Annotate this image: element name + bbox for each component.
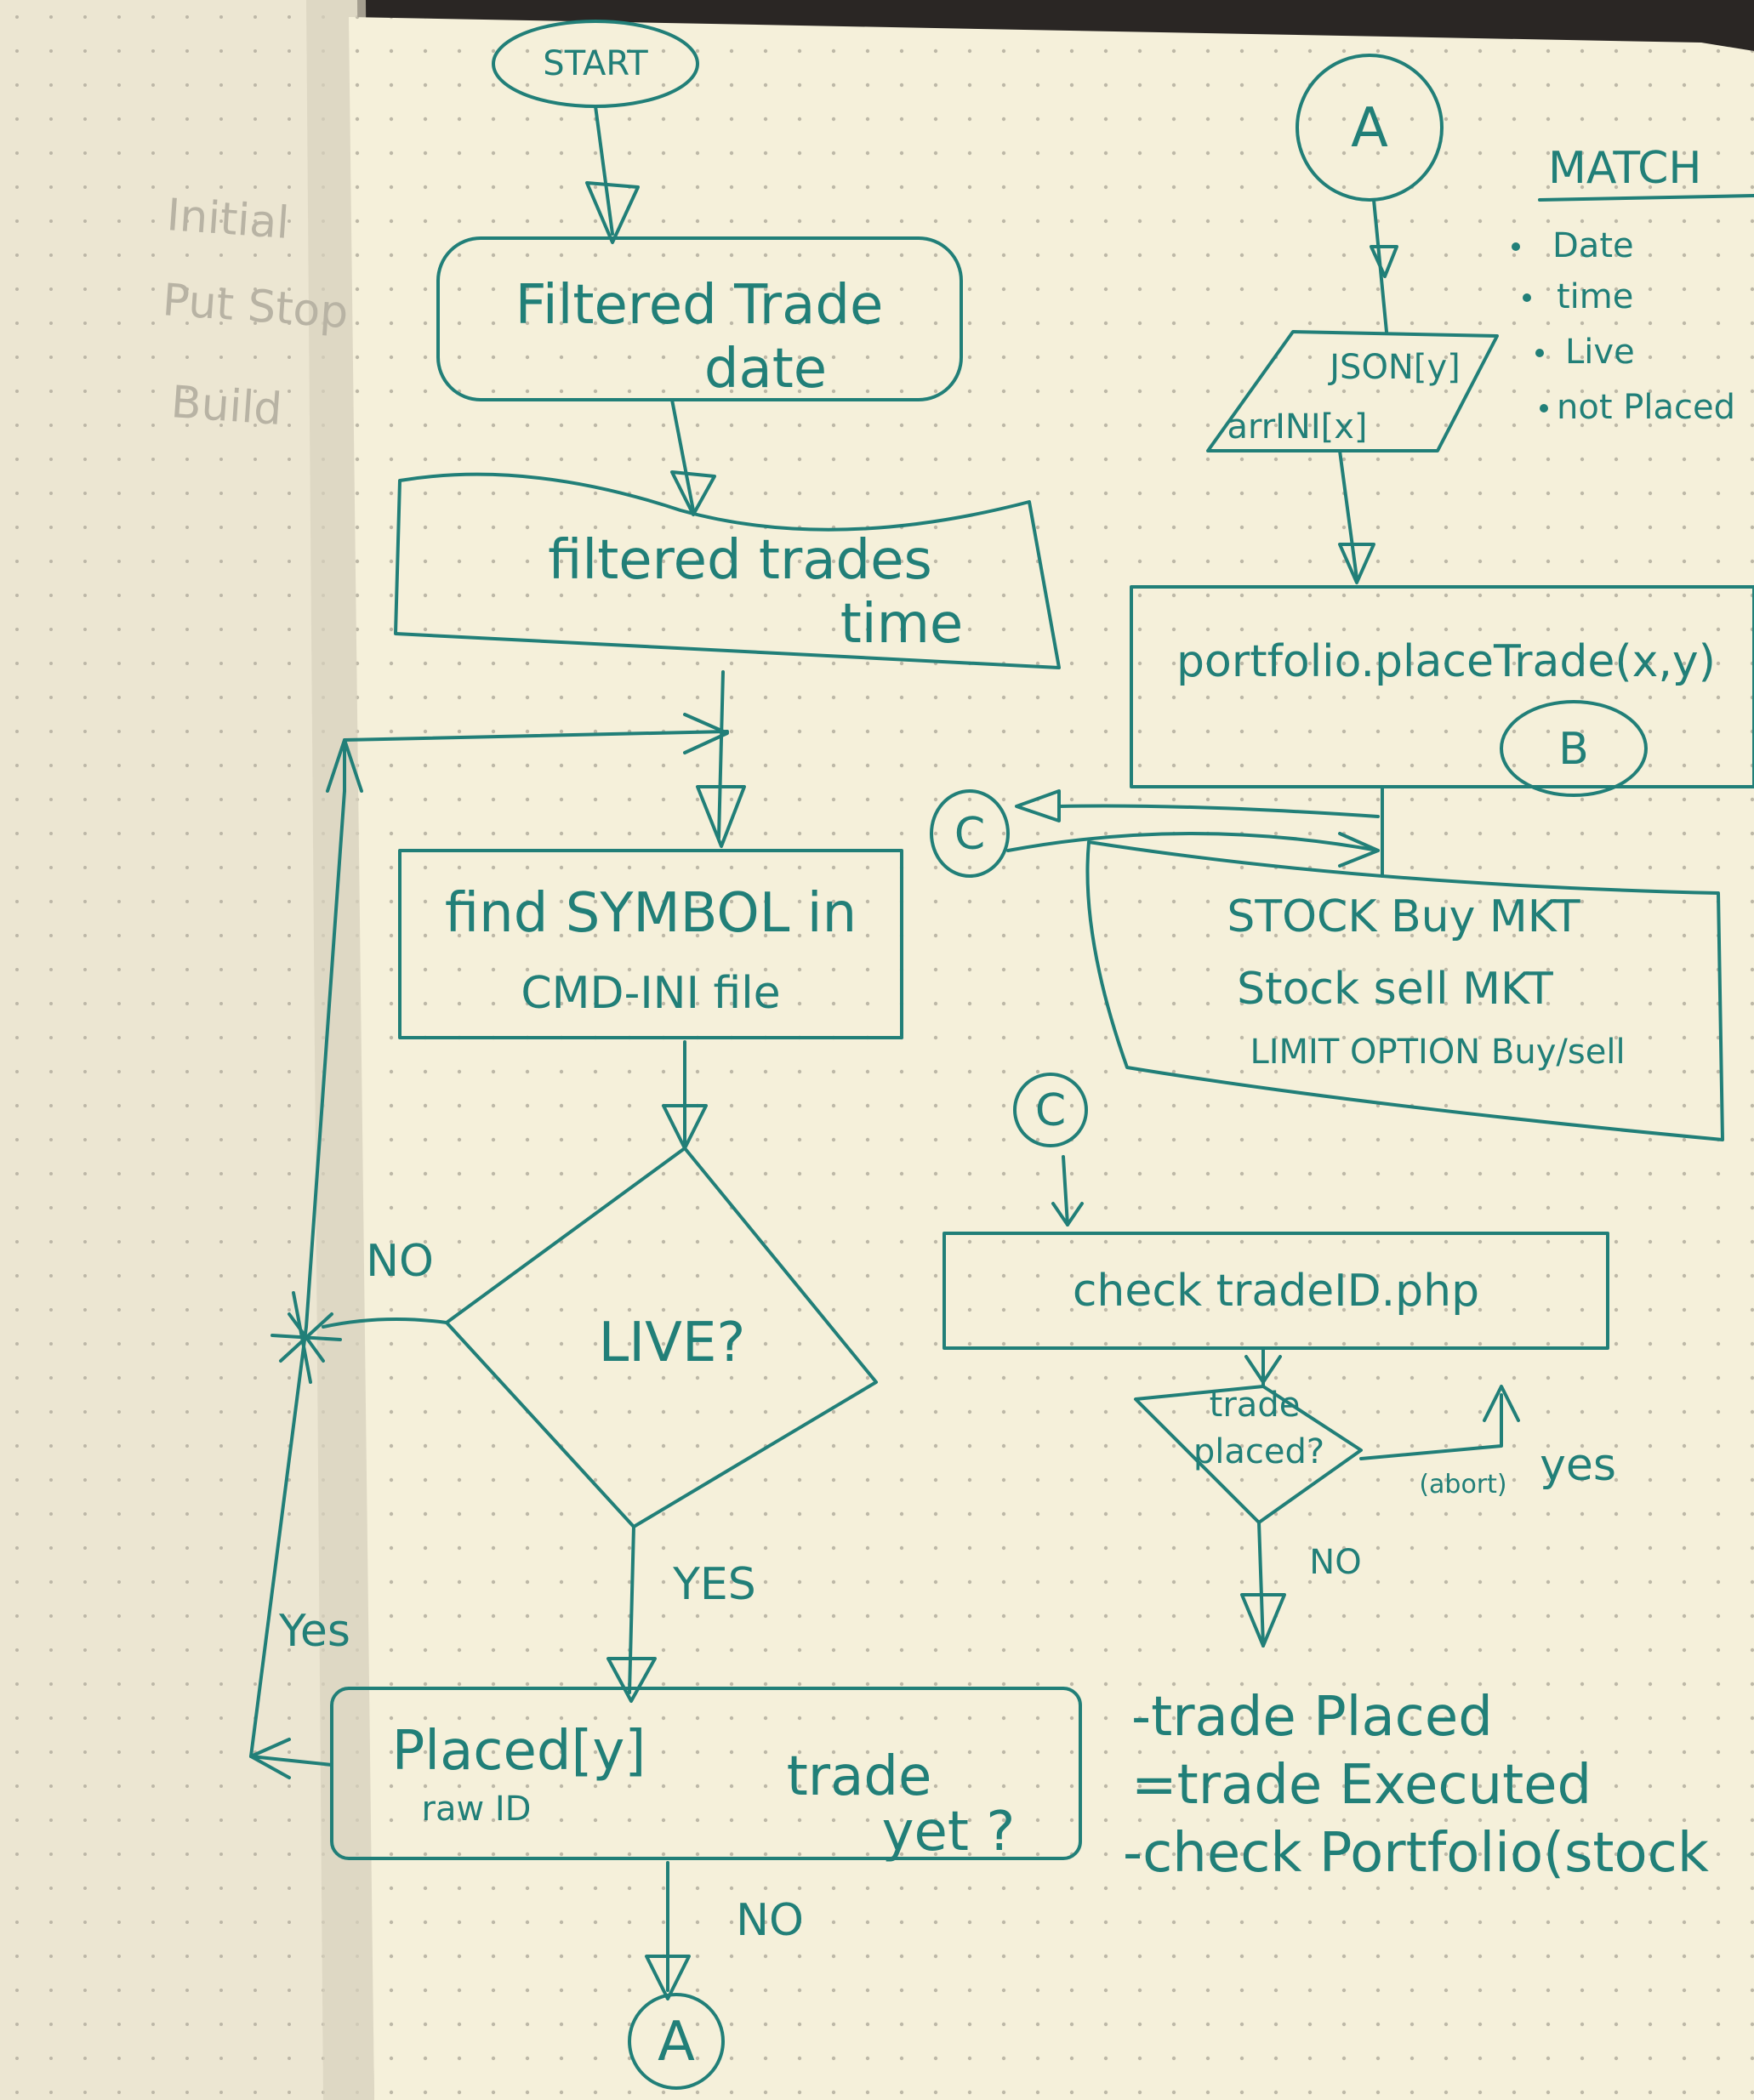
connector-c-lower [1013,1073,1088,1147]
connector-a-bottom [628,1993,725,2090]
connector-c-lower-label: C [1035,1085,1066,1136]
label-yes-placed: Yes [278,1606,350,1657]
match-bullet-1 [1512,242,1520,251]
connector-a-bottom-label: A [658,2011,695,2074]
decision-trade-placed-line1: trade [1210,1386,1301,1425]
match-bullet-2 [1523,293,1531,302]
match-bullet-3 [1535,349,1544,357]
note-3: -check Portfolio(stock [1123,1822,1709,1885]
box-placed-line3: trade [787,1745,932,1808]
connector-b [1500,700,1648,797]
arrow-c-to-check [1062,1155,1069,1226]
box-placed-trade-yet [330,1687,1082,1860]
match-item-1: Date [1552,226,1634,265]
box-find-symbol [398,849,903,1039]
loop-right-arrowhead [683,713,729,754]
arrowhead-to-c [1015,789,1061,822]
connector-a-top [1296,54,1444,202]
arrowhead-a [1370,245,1398,278]
box-placed-line4: yet ? [882,1801,1016,1864]
io-json-label: JSON[y] [1327,348,1460,387]
left-text-3: Build [169,377,283,435]
arrow-date-to-time [670,398,695,512]
arrowhead-start [585,181,640,244]
box-stock-line1: STOCK Buy MKT [1227,891,1580,942]
arrowhead-placed-no [645,1955,691,2000]
arrowhead-find [662,1104,708,1150]
box-portfolio-place-trade [1130,585,1754,788]
match-item-4: not Placed [1557,388,1735,427]
right-page [349,17,1754,2100]
arrowhead-yes-up [1483,1385,1520,1422]
arrow-trade-placed-no [1257,1521,1265,1648]
box-placed-line1: Placed[y] [392,1720,646,1783]
match-item-3: Live [1565,333,1635,372]
connector-c-left-label: C [954,809,985,860]
label-no-placed: NO [736,1895,804,1946]
arrow-trade-placed-yes [1359,1393,1503,1460]
arrowhead-time [696,785,746,848]
arrowhead-c-lower [1051,1202,1084,1226]
arrow-live-no [322,1317,448,1329]
arrowhead-placed-yes [249,1738,291,1779]
box-check-trade-id [942,1232,1609,1350]
box-find-symbol-line1: find SYMBOL in [445,882,857,945]
arrow-to-c [1057,804,1380,818]
note-2: =trade Executed [1131,1754,1592,1817]
box-stock-orders [1085,840,1724,1141]
box-filtered-trade-date-line1: Filtered Trade [515,274,884,337]
arrow-from-c [1006,832,1380,852]
decision-live-label: LIVE? [599,1312,746,1374]
decision-trade-placed-line2: placed? [1193,1432,1324,1471]
left-page [0,0,383,2100]
arrow-io-to-portfolio [1338,449,1358,580]
match-title: MATCH [1548,143,1702,194]
loop-up-arrowhead [326,738,363,793]
match-item-2: time [1557,277,1633,316]
label-no-right: NO [1309,1543,1361,1582]
note-1: -trade Placed [1131,1686,1493,1749]
arrowhead-live-yes [606,1657,657,1703]
arrowhead-trade-placed-no [1240,1593,1286,1648]
box-check-label: check tradeID.php [1073,1266,1479,1317]
box-stock-line3: LIMIT OPTION Buy/sell [1250,1033,1625,1072]
start-label: START [543,44,648,83]
arrow-start-to-date [594,105,614,236]
arrowhead-from-c [1338,832,1380,868]
box-filtered-trade-date [436,236,963,401]
box-portfolio-label: portfolio.placeTrade(x,y) [1176,636,1716,687]
label-no-live: NO [366,1236,434,1287]
left-text-1: Initial [165,190,291,249]
label-yes-right: yes [1540,1440,1616,1491]
io-parallelogram [1206,330,1499,452]
match-bullet-4 [1540,404,1548,413]
box-filtered-trade-date-line2: date [704,338,827,401]
connector-c-left [930,789,1010,878]
io-arr-label: arrINI[x] [1227,407,1367,447]
box-stock-line2: Stock sell MKT [1237,964,1553,1015]
label-abort: (abort) [1419,1470,1506,1500]
arrowhead-date [670,470,716,516]
arrow-placed-yes [249,1755,333,1767]
box-filtered-trades-time [394,472,1061,669]
label-yes-live: YES [672,1559,756,1610]
arrowhead-io [1338,543,1375,584]
left-vertical-line [249,789,346,1758]
arrow-live-yes [628,1525,635,1694]
connector-a-top-label: A [1351,97,1388,160]
box-find-symbol-line2: CMD-INI file [521,968,780,1019]
box-filtered-trades-time-line2: time [840,593,964,656]
connector-b-label: B [1558,724,1589,775]
match-underline [1538,194,1754,202]
arrow-time-to-find [717,670,725,839]
box-placed-line2: raw ID [422,1790,532,1829]
arrowhead-check [1244,1355,1282,1384]
box-filtered-trades-time-line1: filtered trades [548,529,932,592]
